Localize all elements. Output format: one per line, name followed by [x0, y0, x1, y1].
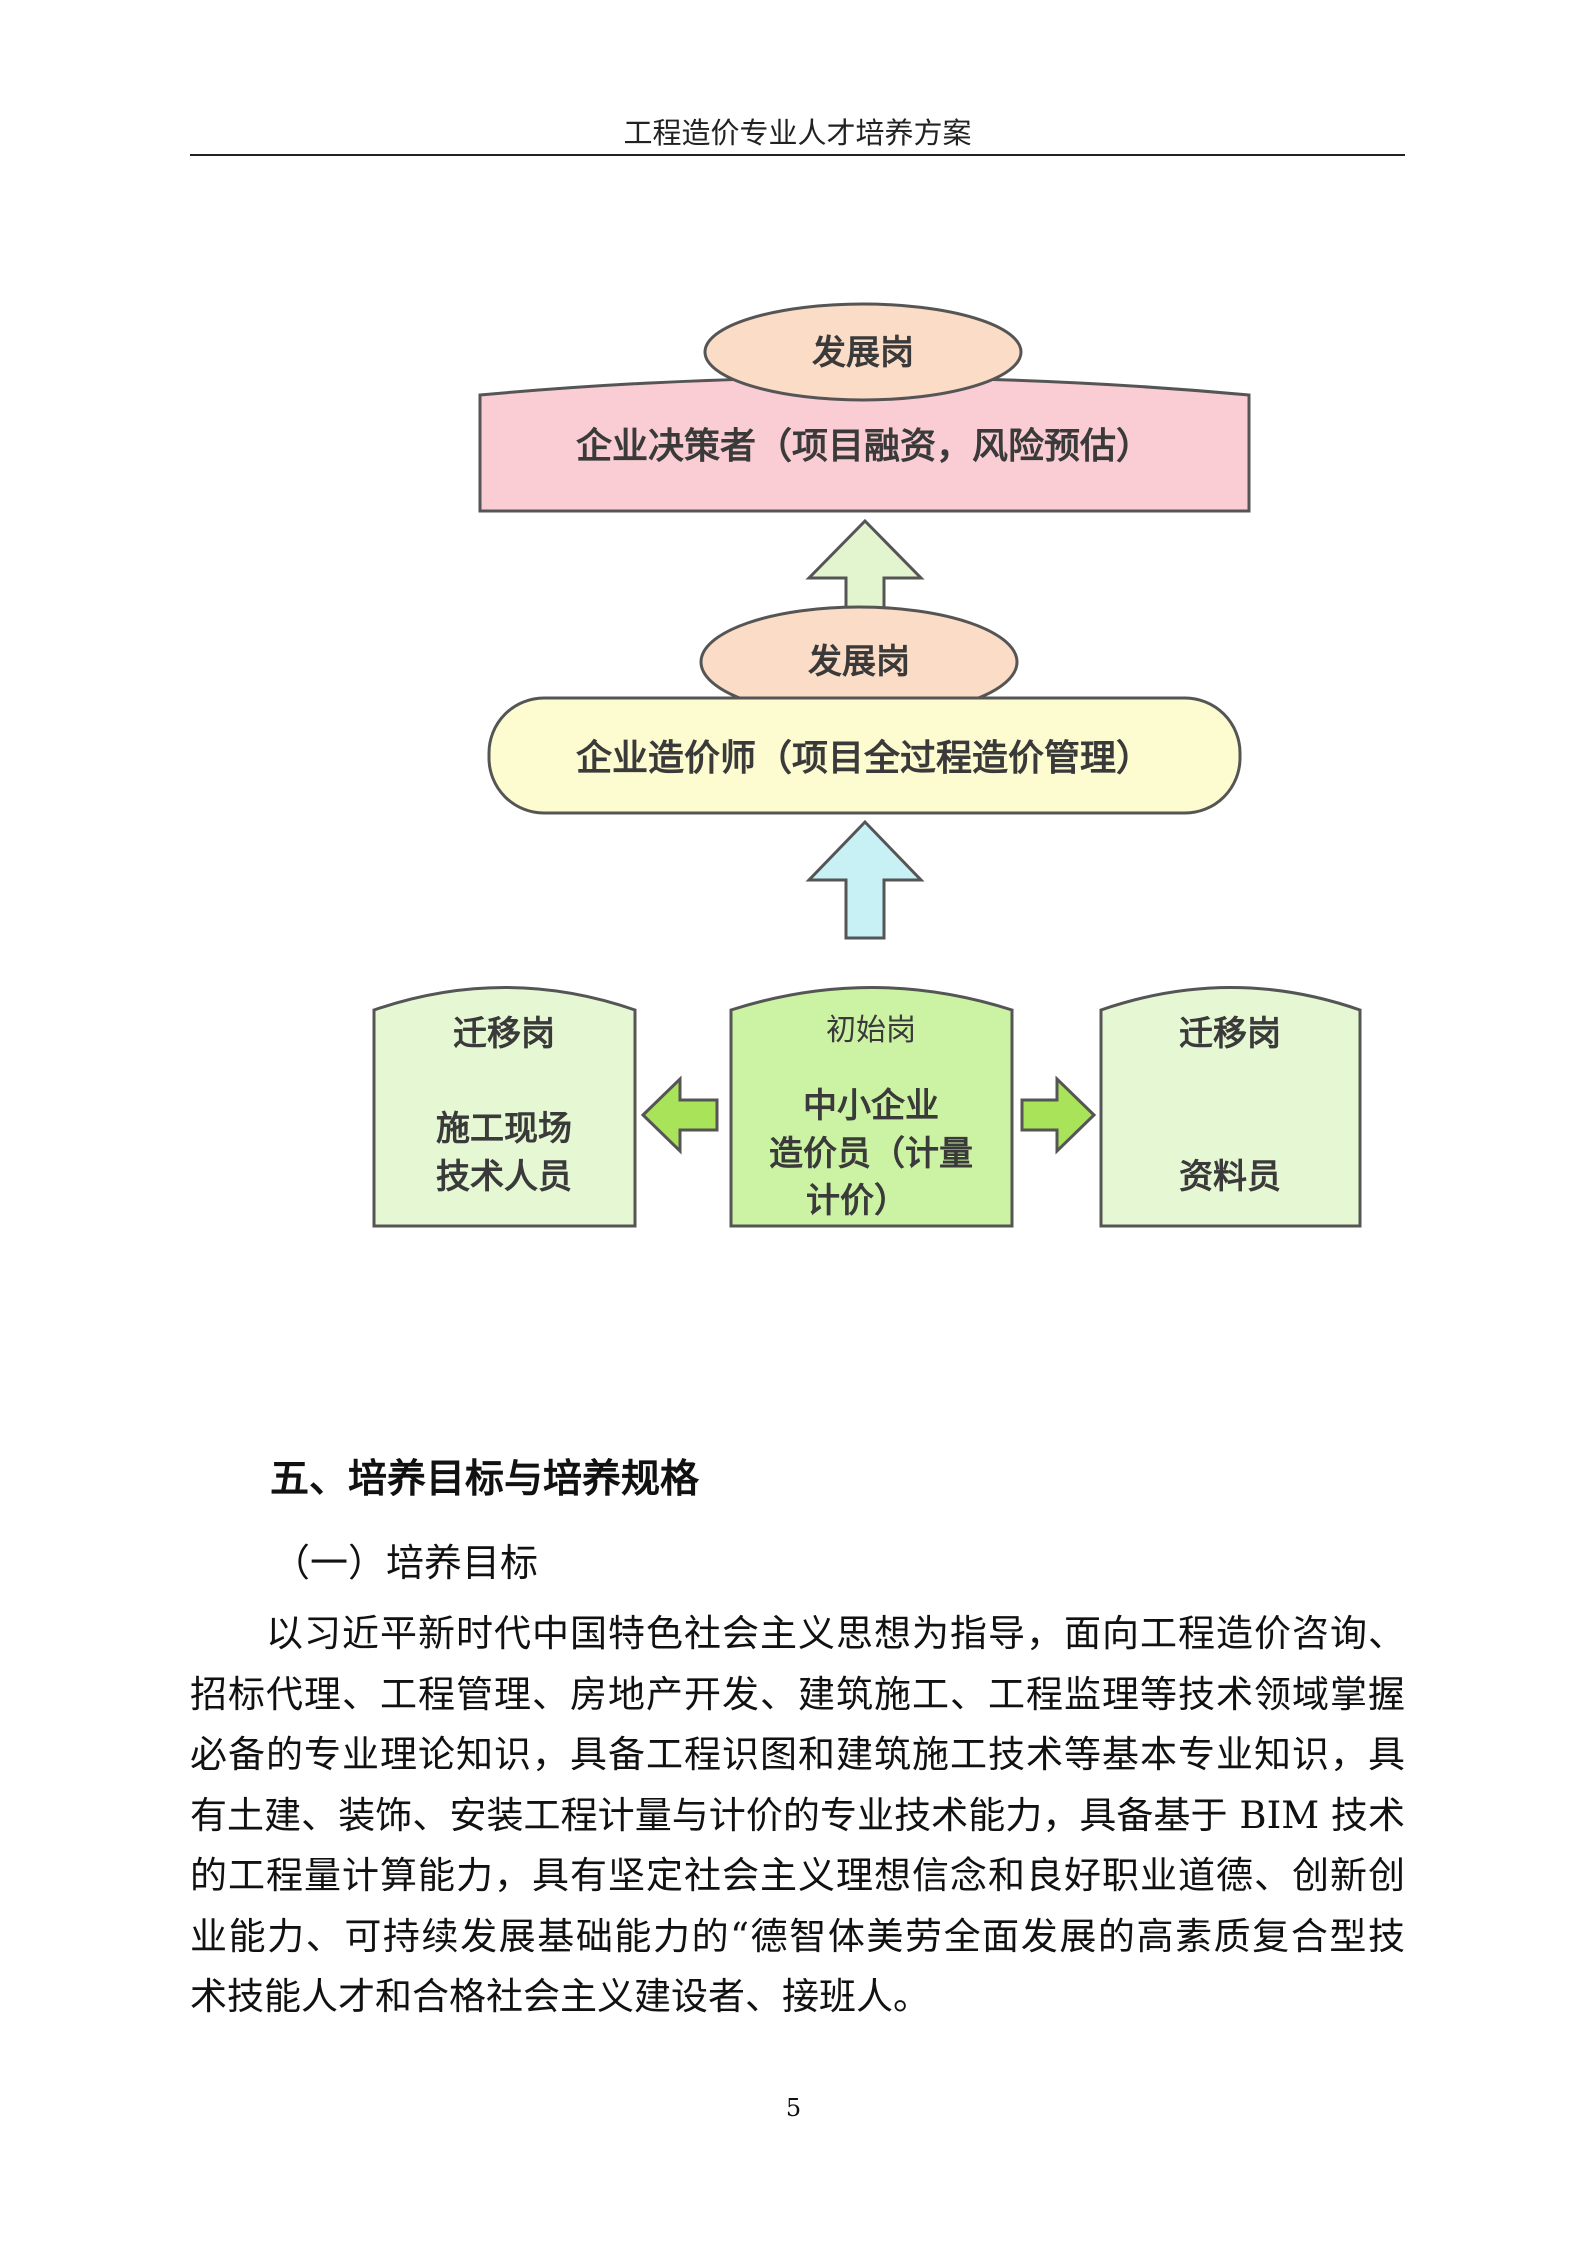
left-arrow-icon — [640, 1075, 719, 1155]
right-box-title: 迁移岗 — [1179, 1014, 1281, 1054]
paragraph-line: 业能力、可持续发展基础能力的“德智体美劳全面发展的高素质复合型技 — [190, 1914, 1405, 1958]
up-arrow-icon — [805, 819, 925, 940]
top-tag-ellipse — [703, 302, 1023, 402]
mid-tag-label: 发展岗 — [808, 642, 910, 682]
center-box-line: 中小企业 — [803, 1086, 939, 1126]
center-box-title: 初始岗 — [826, 1013, 916, 1048]
center-box-line: 计价） — [806, 1181, 908, 1221]
right-box-line: 资料员 — [1179, 1157, 1281, 1197]
up-arrow-icon — [805, 518, 925, 614]
top-tag-label: 发展岗 — [812, 333, 914, 373]
mid-box-cost-engineer — [487, 696, 1242, 815]
right-arrow-icon — [1020, 1075, 1097, 1155]
mid-box-label: 企业造价师（项目全过程造价管理） — [576, 737, 1152, 779]
left-box-line: 施工现场 — [436, 1109, 572, 1149]
paragraph-line: 有土建、装饰、安装工程计量与计价的专业技术能力，具备基于 BIM 技术 — [190, 1793, 1405, 1837]
page-number: 5 — [785, 2094, 802, 2122]
paragraph-line: 以习近平新时代中国特色社会主义思想为指导，面向工程造价咨询、 — [266, 1612, 1405, 1655]
left-box-line: 技术人员 — [436, 1157, 572, 1197]
paragraph-line: 必备的专业理论知识，具备工程识图和建筑施工技术等基本专业知识，具 — [190, 1733, 1405, 1776]
paragraph: 以习近平新时代中国特色社会主义思想为指导，面向工程造价咨询、 招标代理、工程管理… — [190, 1606, 1405, 2030]
subsection-heading: （一）培养目标 — [272, 1541, 539, 1585]
paragraph-line: 的工程量计算能力，具有坚定社会主义理想信念和良好职业道德、创新创 — [190, 1854, 1405, 1897]
header-rule — [190, 154, 1405, 156]
paragraph-line: 术技能人才和合格社会主义建设者、接班人。 — [190, 1975, 930, 2018]
section-heading: 五、培养目标与培养规格 — [270, 1457, 700, 1502]
top-box-label: 企业决策者（项目融资，风险预估） — [576, 425, 1152, 467]
center-box-entry-level — [729, 986, 1014, 1228]
left-box-site-tech — [372, 986, 637, 1228]
career-path-diagram: 发展岗 企业决策者（项目融资，风险预估） 发展岗 企业造价师（项目全过程造价管理… — [372, 302, 1362, 1228]
paragraph-line: 招标代理、工程管理、房地产开发、建筑施工、工程监理等技术领域掌握 — [190, 1672, 1405, 1716]
center-box-line: 造价员（计量 — [769, 1134, 973, 1174]
running-header: 工程造价专业人才培养方案 — [623, 116, 972, 150]
right-box-documentation — [1099, 986, 1362, 1228]
left-box-title: 迁移岗 — [453, 1014, 555, 1054]
